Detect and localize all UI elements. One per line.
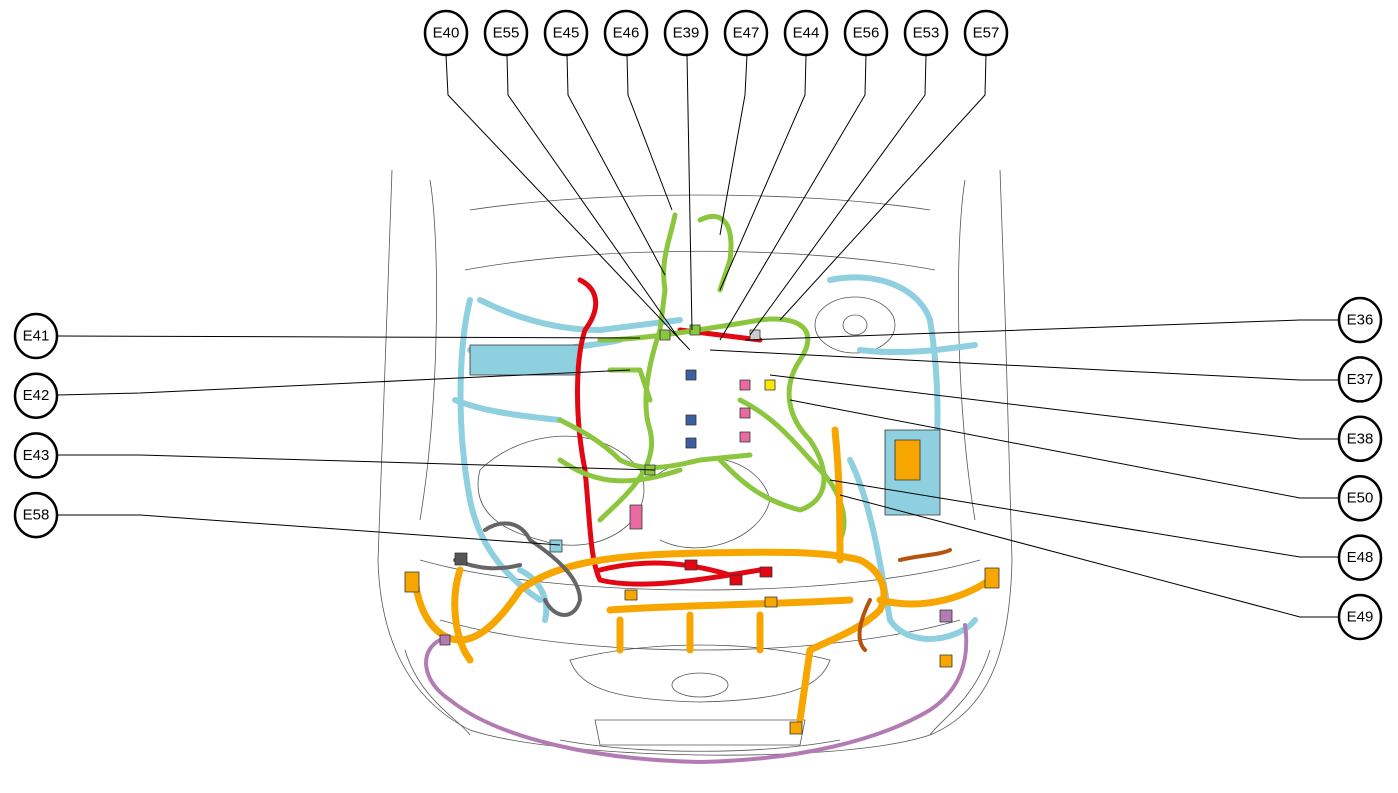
label-circle — [903, 9, 949, 57]
connector-label-e45: E45 — [543, 9, 589, 57]
label-text: E44 — [793, 25, 820, 42]
connector-label-e55: E55 — [483, 9, 529, 57]
label-text: E53 — [913, 25, 940, 42]
label-text: E56 — [853, 25, 880, 42]
label-text: E57 — [973, 25, 1000, 42]
label-text: E50 — [1347, 490, 1374, 507]
harness-purple — [424, 623, 969, 764]
label-circle — [543, 9, 589, 57]
label-circle — [1337, 415, 1383, 463]
label-text: E48 — [1347, 549, 1374, 566]
connector-label-e58: E58 — [13, 491, 59, 539]
label-circle — [13, 312, 59, 360]
label-text: E36 — [1347, 312, 1374, 329]
label-text: E43 — [23, 447, 50, 464]
label-circle — [1337, 296, 1383, 344]
label-text: E37 — [1347, 371, 1374, 388]
connector-label-e48: E48 — [1337, 534, 1383, 581]
label-circle — [1337, 356, 1383, 403]
label-circle — [723, 9, 769, 57]
label-circle — [13, 372, 59, 419]
label-text: E55 — [493, 25, 520, 42]
label-text: E46 — [613, 25, 640, 42]
label-text: E42 — [23, 387, 50, 404]
label-text: E49 — [1347, 609, 1374, 626]
label-text: E45 — [553, 25, 580, 42]
label-circle — [13, 432, 59, 479]
label-circle — [1337, 534, 1383, 581]
connector-label-e46: E46 — [603, 9, 649, 57]
label-circle — [663, 9, 709, 57]
label-text: E38 — [1347, 430, 1374, 447]
label-text: E47 — [733, 25, 760, 42]
connector-label-e44: E44 — [783, 9, 829, 57]
connector-label-e41: E41 — [13, 312, 59, 360]
connector-label-e53: E53 — [903, 9, 949, 57]
label-text: E58 — [23, 507, 50, 524]
connector-label-e57: E57 — [963, 9, 1009, 57]
label-circle — [1337, 593, 1383, 641]
label-circle — [423, 9, 469, 57]
leader-lines — [57, 54, 1338, 618]
ecu-block — [469, 344, 581, 376]
label-circle — [783, 9, 829, 57]
label-text: E39 — [673, 25, 700, 42]
connector-label-e47: E47 — [723, 9, 769, 57]
wire-harness — [404, 212, 1000, 764]
connector-label-e39: E39 — [663, 9, 709, 57]
connector-label-e42: E42 — [13, 372, 59, 419]
label-circle — [483, 9, 529, 57]
label-circle — [13, 491, 59, 539]
connector-label-e36: E36 — [1337, 296, 1383, 344]
label-circle — [963, 9, 1009, 57]
connector-label-e56: E56 — [843, 9, 889, 57]
label-circle — [1337, 474, 1383, 522]
label-circle — [603, 9, 649, 57]
label-text: E40 — [433, 25, 460, 42]
connector-label-e38: E38 — [1337, 415, 1383, 463]
connector-label-e50: E50 — [1337, 474, 1383, 522]
label-circle — [843, 9, 889, 57]
connector-label-e40: E40 — [423, 9, 469, 57]
harness-green — [557, 212, 847, 543]
harness-orange — [411, 426, 994, 724]
label-text: E41 — [23, 328, 50, 345]
connector-label-e49: E49 — [1337, 593, 1383, 641]
connector-label-e37: E37 — [1337, 356, 1383, 403]
connector-label-e43: E43 — [13, 432, 59, 479]
harness-brown — [857, 548, 952, 652]
